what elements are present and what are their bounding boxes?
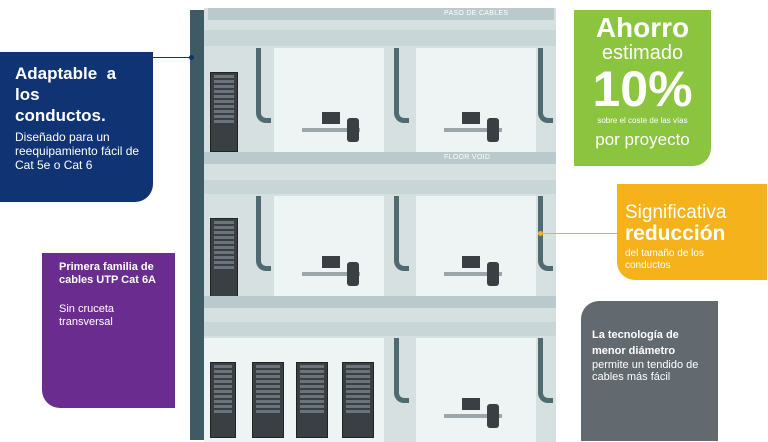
connector-line — [153, 57, 193, 58]
chair-icon — [487, 262, 499, 286]
connector-dot — [189, 55, 194, 60]
chair-icon — [347, 262, 359, 286]
callout-cat6a: Primera familia de cables UTP Cat 6A Sin… — [42, 253, 175, 408]
callout-title: Adaptable a — [15, 64, 117, 83]
duct-pipe — [538, 338, 553, 403]
callout-title: los — [15, 85, 40, 104]
callout-subtitle: estimado — [601, 42, 684, 64]
callout-note: sobre el coste de las vías — [597, 116, 688, 125]
duct-pipe — [256, 196, 271, 271]
callout-adaptable: Adaptable a los conductos. Diseñado para… — [0, 52, 153, 202]
monitor-icon — [322, 112, 340, 124]
ceiling-slab-1 — [204, 30, 556, 46]
vertical-cable-riser — [190, 10, 204, 440]
connector-line — [541, 233, 617, 234]
callout-tecnologia: La tecnología de menor diámetro permite … — [581, 301, 718, 441]
server-rack — [296, 362, 328, 438]
desk — [444, 414, 502, 418]
callout-reduccion: Significativa reducción del tamaño de lo… — [617, 184, 767, 280]
duct-pipe — [394, 196, 409, 271]
chair-icon — [347, 118, 359, 142]
room-1b — [416, 48, 536, 152]
desk — [302, 128, 360, 132]
floor-slab-3 — [204, 296, 556, 308]
callout-title: reducción — [625, 222, 726, 245]
desk — [444, 128, 502, 132]
server-rack — [210, 362, 236, 438]
desk — [302, 272, 360, 276]
room-2b — [416, 196, 536, 296]
room-3b — [416, 338, 536, 442]
cable-tray — [208, 8, 554, 20]
callout-body: del tamaño de los conductos — [625, 248, 704, 271]
ceiling-slab-2 — [204, 180, 556, 194]
floor-void-label: FLOOR VOID — [444, 154, 491, 161]
room-2a — [274, 196, 384, 296]
callout-body: permite un tendido de cables más fácil — [592, 359, 699, 383]
server-rack — [342, 362, 374, 438]
server-rack — [210, 218, 238, 298]
callout-title: La tecnología de menor diámetro — [592, 329, 679, 357]
monitor-icon — [462, 112, 480, 124]
callout-title: conductos. — [15, 106, 106, 125]
callout-title: Significativa — [625, 202, 727, 223]
duct-pipe — [394, 338, 409, 403]
server-rack — [210, 72, 238, 152]
chair-icon — [487, 404, 499, 428]
chair-icon — [487, 118, 499, 142]
room-1a — [274, 48, 384, 152]
callout-footer: por proyecto — [595, 130, 690, 149]
monitor-icon — [462, 398, 480, 410]
server-rack — [252, 362, 284, 438]
ceiling-slab-3 — [204, 322, 556, 336]
monitor-icon — [322, 256, 340, 268]
cable-tray-label: PASO DE CABLES — [444, 10, 509, 17]
callout-title: Ahorro — [595, 12, 690, 43]
monitor-icon — [462, 256, 480, 268]
callout-body: Sin cruceta transversal — [59, 303, 115, 328]
duct-pipe — [538, 48, 553, 123]
duct-pipe — [256, 48, 271, 123]
callout-body: Diseñado para un reequipamiento fácil de… — [15, 130, 140, 172]
savings-percentage: 10% — [592, 61, 693, 117]
connector-dot — [538, 231, 543, 236]
callout-title: Primera familia de cables UTP Cat 6A — [59, 261, 157, 286]
desk — [444, 272, 502, 276]
floor-void-slab — [204, 152, 556, 164]
callout-ahorro: Ahorro estimado 10% sobre el coste de la… — [574, 10, 711, 166]
duct-pipe — [394, 48, 409, 123]
building-illustration: PASO DE CABLES FLOOR VOID — [204, 0, 556, 442]
